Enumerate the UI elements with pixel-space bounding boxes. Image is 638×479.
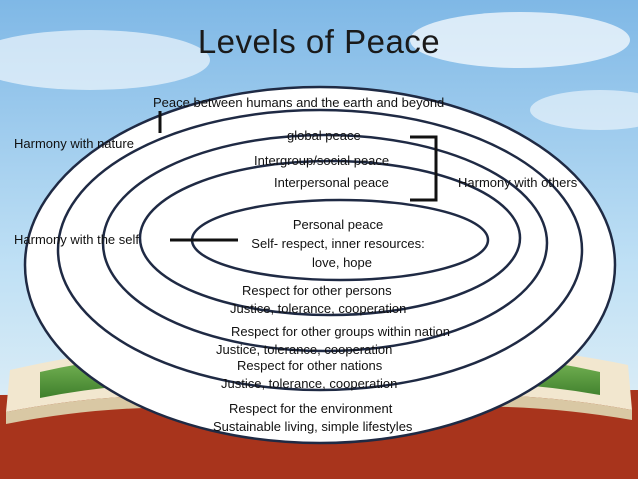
respect-groups-values: Justice, tolerance, cooperation <box>216 342 393 357</box>
label-personal-peace: Personal peace <box>292 217 384 232</box>
cloud <box>530 90 638 130</box>
label-intergroup-peace: Intergroup/social peace <box>254 153 390 168</box>
label-harmony-self: Harmony with the self <box>14 232 139 247</box>
respect-environment-heading: Respect for the environment <box>229 401 393 416</box>
bracket-others <box>410 135 438 202</box>
respect-persons-heading: Respect for other persons <box>242 283 392 298</box>
label-personal-detail: Self- respect, inner resources: <box>251 236 425 251</box>
cloud <box>410 12 630 68</box>
respect-groups-heading: Respect for other groups within nation <box>231 324 450 339</box>
page-title: Levels of Peace <box>197 23 441 60</box>
label-harmony-others: Harmony with others <box>458 175 578 190</box>
respect-environment-values: Sustainable living, simple lifestyles <box>213 419 413 434</box>
label-interpersonal-peace: Interpersonal peace <box>274 175 389 190</box>
label-personal-detail-2: love, hope <box>312 255 372 270</box>
label-outer-ring: Peace between humans and the earth and b… <box>153 95 445 110</box>
cloud <box>0 30 210 90</box>
respect-nations-values: Justice, tolerance, cooperation <box>221 376 398 391</box>
respect-persons-values: Justice, tolerance, cooperation <box>230 301 407 316</box>
label-harmony-nature: Harmony with nature <box>14 136 134 151</box>
respect-nations-heading: Respect for other nations <box>237 358 383 373</box>
label-global-peace: global peace <box>287 128 361 143</box>
